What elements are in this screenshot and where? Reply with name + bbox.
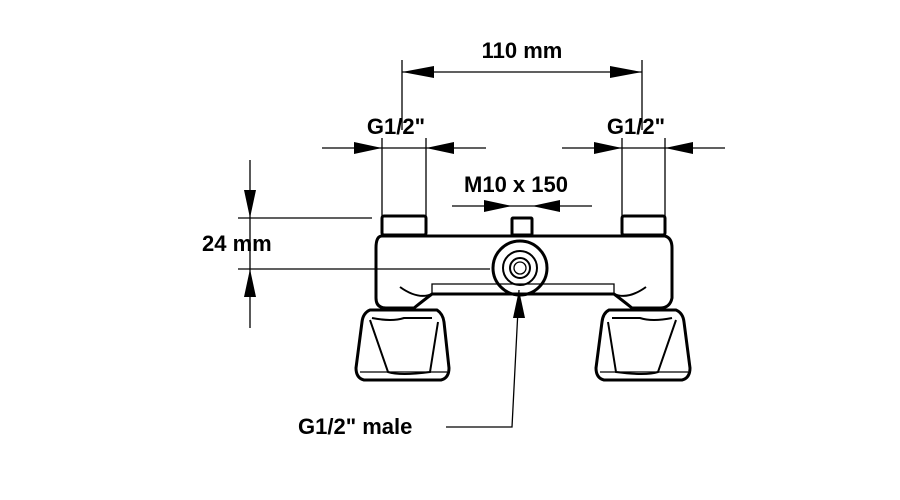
bottom-connection-label: G1/2" male [298,414,412,439]
dimension-height: 24 mm [202,160,490,328]
left-handle [354,308,451,382]
bottom-connection-fitting [491,239,549,297]
leader-bottom-connection: G1/2" male [298,289,525,439]
left-inlet-nipple [380,214,428,237]
spout-outlet [510,216,534,237]
right-connection-label: G1/2" [607,114,665,139]
height-label: 24 mm [202,231,272,256]
mixer-body [374,214,674,310]
center-distance-label: 110 mm [482,38,563,63]
dimension-right-connection: G1/2" [562,114,725,218]
spout-thread-label: M10 x 150 [464,172,568,197]
right-handle [594,308,692,382]
right-inlet-nipple [620,214,667,237]
dimension-left-connection: G1/2" [322,114,486,218]
dimension-center-distance: 110 mm [401,38,643,130]
dimension-spout-thread: M10 x 150 [452,172,592,212]
left-connection-label: G1/2" [367,114,425,139]
